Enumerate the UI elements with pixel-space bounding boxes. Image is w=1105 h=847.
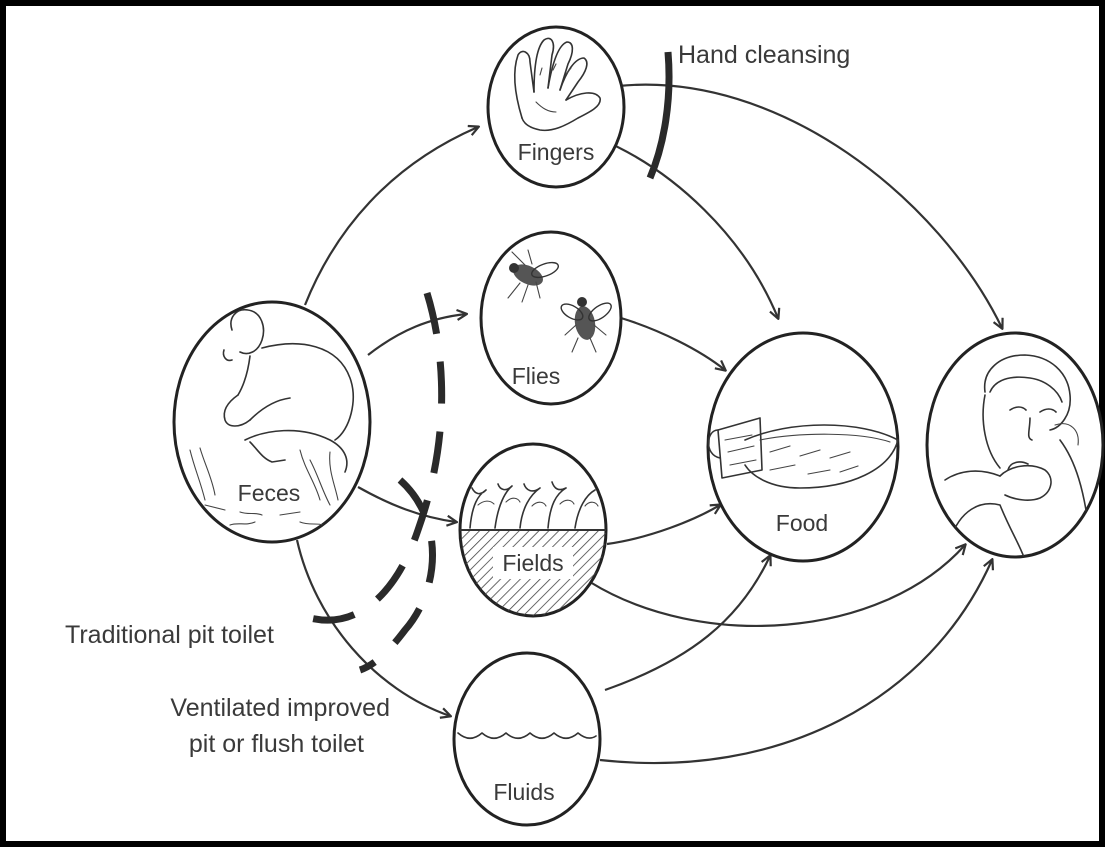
flies-icon bbox=[507, 249, 612, 353]
food-bowl-icon bbox=[707, 417, 899, 489]
hand-cleansing-barrier bbox=[646, 51, 673, 180]
arrow-flies-to-food bbox=[620, 316, 725, 370]
traditional-pit-toilet-label: Traditional pit toilet bbox=[65, 621, 274, 649]
fingers-circle bbox=[486, 25, 626, 189]
arrow-feces-to-fluids bbox=[295, 539, 450, 716]
feces-circle bbox=[172, 300, 372, 544]
fluids-label: Fluids bbox=[493, 779, 554, 805]
flies-node: Flies bbox=[479, 230, 623, 406]
barriers bbox=[309, 51, 673, 674]
fingers-label: Fingers bbox=[518, 139, 595, 165]
water-wave-icon bbox=[457, 732, 597, 740]
person-circle bbox=[925, 331, 1105, 559]
arrow-fields-to-person bbox=[589, 545, 965, 627]
fields-node: Fields bbox=[458, 442, 608, 618]
arrow-fingers-to-food bbox=[597, 136, 778, 318]
transmission-arrows bbox=[295, 83, 1002, 765]
arrow-feces-to-fingers bbox=[303, 127, 478, 306]
ventilated-toilet-label-line1: Ventilated improved bbox=[170, 694, 390, 722]
fingers-node: Fingers bbox=[486, 25, 626, 189]
food-label: Food bbox=[776, 510, 828, 536]
food-node: Food bbox=[706, 331, 900, 563]
squatting-person-icon bbox=[189, 308, 354, 527]
ventilated-toilet-barrier bbox=[358, 477, 436, 674]
food-circle bbox=[706, 331, 900, 563]
arrow-fluids-to-person bbox=[599, 560, 992, 765]
arrow-fluids-to-food bbox=[604, 556, 770, 692]
arrow-feces-to-fields bbox=[357, 486, 456, 522]
person-eating-icon bbox=[944, 354, 1091, 557]
traditional-pit-toilet-barrier bbox=[309, 291, 446, 624]
ventilated-toilet-label-line2: pit or flush toilet bbox=[189, 730, 364, 758]
arrow-fields-to-food bbox=[606, 505, 720, 546]
fluids-node: Fluids bbox=[452, 651, 602, 827]
feces-node: Feces bbox=[172, 300, 372, 544]
arrow-feces-to-flies bbox=[367, 314, 466, 356]
arrow-fingers-to-person bbox=[617, 83, 1002, 328]
flies-label: Flies bbox=[512, 363, 561, 389]
person-node bbox=[925, 331, 1105, 559]
fields-label: Fields bbox=[502, 550, 563, 576]
fluids-circle bbox=[452, 651, 602, 827]
feces-label: Feces bbox=[238, 480, 301, 506]
hand-cleansing-label: Hand cleansing bbox=[678, 41, 850, 69]
hand-icon bbox=[514, 37, 601, 132]
